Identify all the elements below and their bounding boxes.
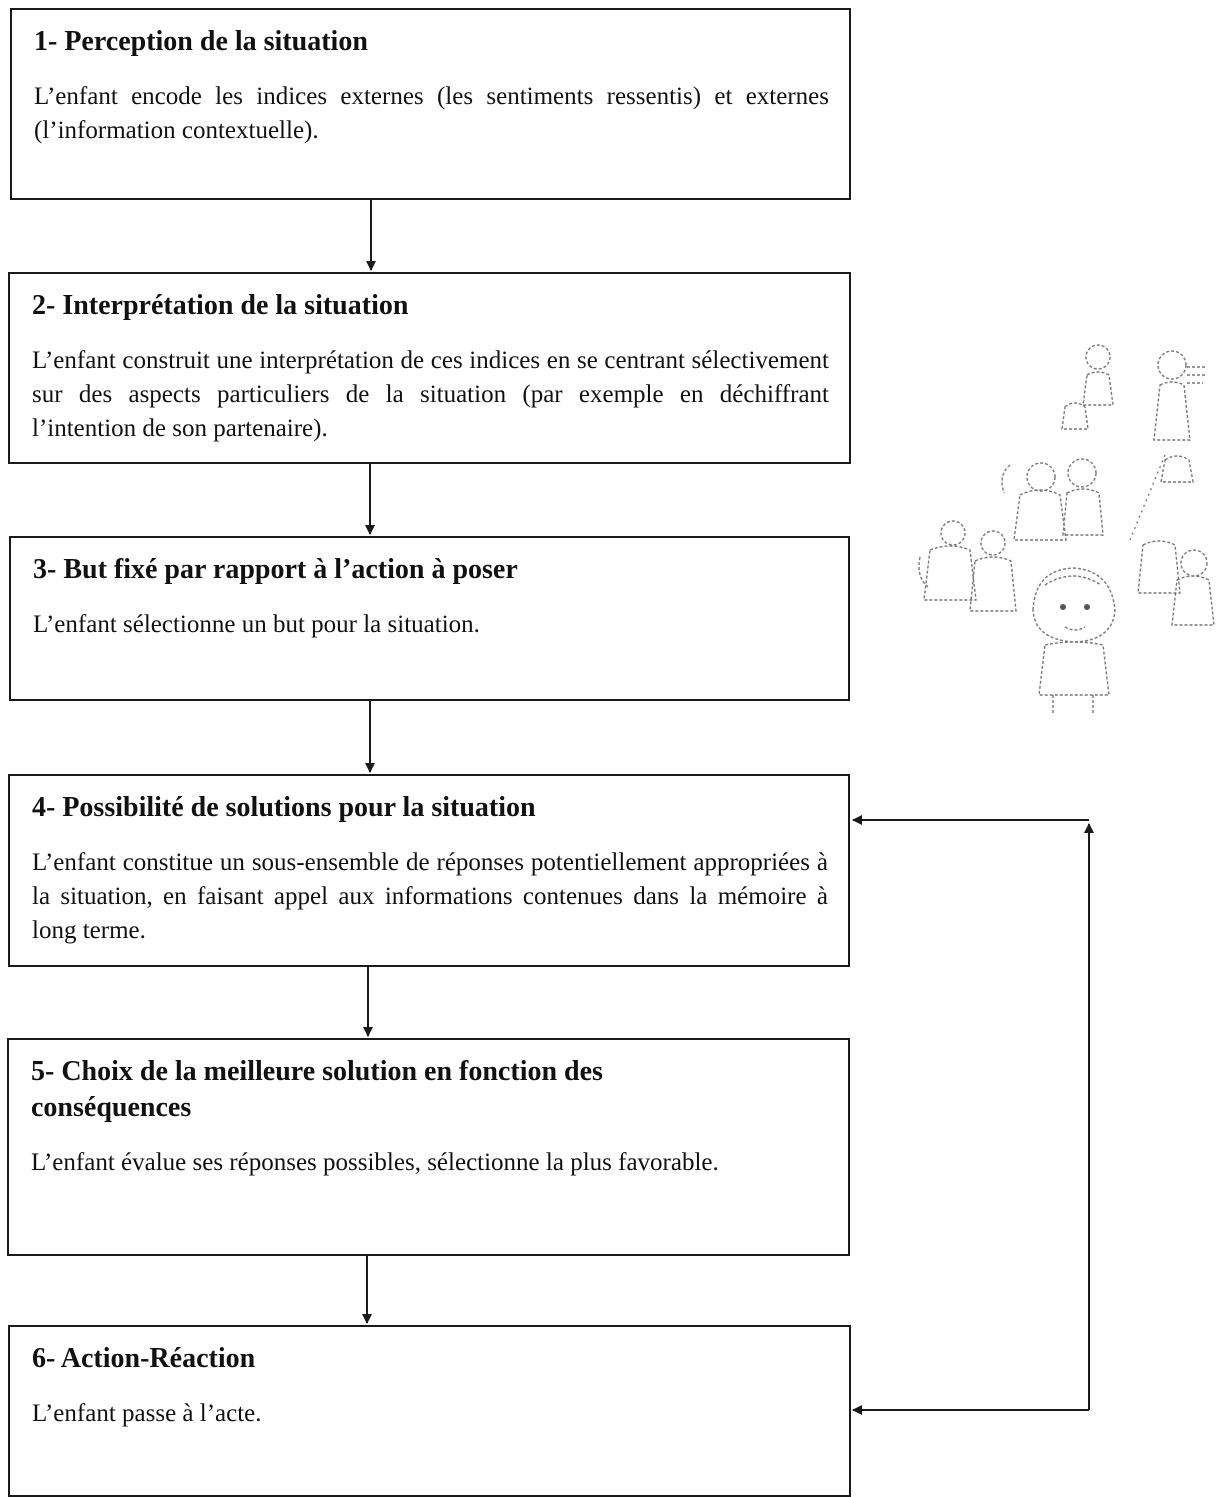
step-title-5: 5- Choix de la meilleure solution en fon… [31,1056,603,1123]
children-drawing-icon [918,344,1215,715]
step-box-2: 2- Interprétation de la situation L’enfa… [8,272,851,464]
step-title-3: 3- But fixé par rapport à l’action à pos… [33,554,518,585]
step-title-4: 4- Possibilité de solutions pour la situ… [32,792,536,823]
step-body-4: L’enfant constitue un sous-ensemble de r… [32,849,828,944]
step-body-6: L’enfant passe à l’acte. [32,1400,262,1427]
step-title-1: 1- Perception de la situation [34,26,368,57]
step-box-1: 1- Perception de la situation L’enfant e… [10,8,851,200]
step-box-3: 3- But fixé par rapport à l’action à pos… [9,536,850,701]
step-title-6: 6- Action-Réaction [32,1343,256,1374]
step-box-6: 6- Action-Réaction L’enfant passe à l’ac… [8,1325,851,1497]
step-body-1: L’enfant encode les indices externes (le… [34,83,829,144]
feedback-loop-connector [852,815,1094,1415]
step-body-2: L’enfant construit une interprétation de… [32,347,829,442]
step-body-3: L’enfant sélectionne un but pour la situ… [33,611,480,638]
step-title-2: 2- Interprétation de la situation [32,290,409,321]
step-box-5: 5- Choix de la meilleure solution en fon… [7,1038,850,1256]
step-box-4: 4- Possibilité de solutions pour la situ… [8,774,850,967]
step-body-5: L’enfant évalue ses réponses possibles, … [31,1149,719,1176]
